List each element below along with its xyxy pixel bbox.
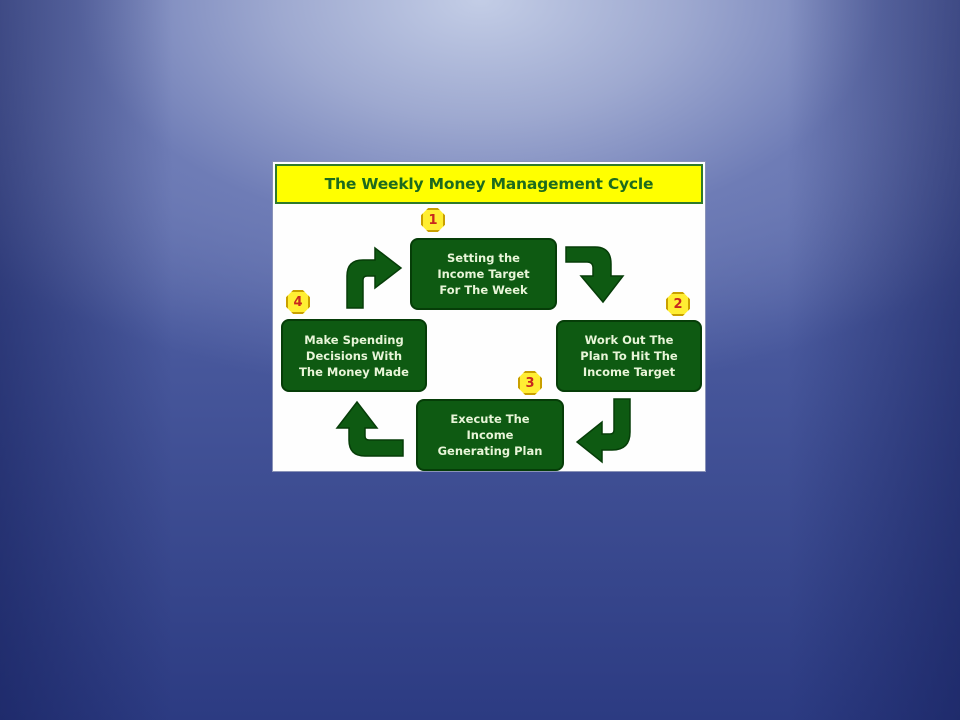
curved-arrow-right-down-icon [565, 246, 625, 304]
step-4-number: 4 [293, 294, 303, 310]
step-2-label: Work Out The Plan To Hit The Income Targ… [580, 333, 678, 379]
step-1-box: Setting the Income Target For The Week [410, 238, 557, 310]
diagram-title-bar: The Weekly Money Management Cycle [275, 164, 703, 204]
step-4-box: Make Spending Decisions With The Money M… [281, 319, 427, 392]
step-4-label: Make Spending Decisions With The Money M… [299, 332, 409, 379]
step-3-badge: 3 [518, 371, 542, 395]
curved-arrow-left-up-icon [335, 400, 404, 457]
step-2-badge: 2 [666, 292, 690, 316]
curved-arrow-down-left-icon [576, 398, 631, 464]
step-1-badge: 1 [421, 208, 445, 232]
curved-arrow-up-right-icon [346, 246, 403, 309]
diagram-title: The Weekly Money Management Cycle [324, 175, 654, 193]
step-1-number: 1 [428, 212, 438, 228]
step-3-box: Execute The Income Generating Plan [416, 399, 564, 471]
cycle-diagram: The Weekly Money Management Cycle 1 Sett… [272, 161, 706, 472]
step-2-number: 2 [673, 296, 683, 312]
step-3-number: 3 [525, 375, 535, 391]
step-3-label: Execute The Income Generating Plan [437, 412, 543, 458]
step-2-box: Work Out The Plan To Hit The Income Targ… [556, 320, 702, 392]
step-1-label: Setting the Income Target For The Week [437, 251, 530, 297]
step-4-badge: 4 [286, 290, 310, 314]
